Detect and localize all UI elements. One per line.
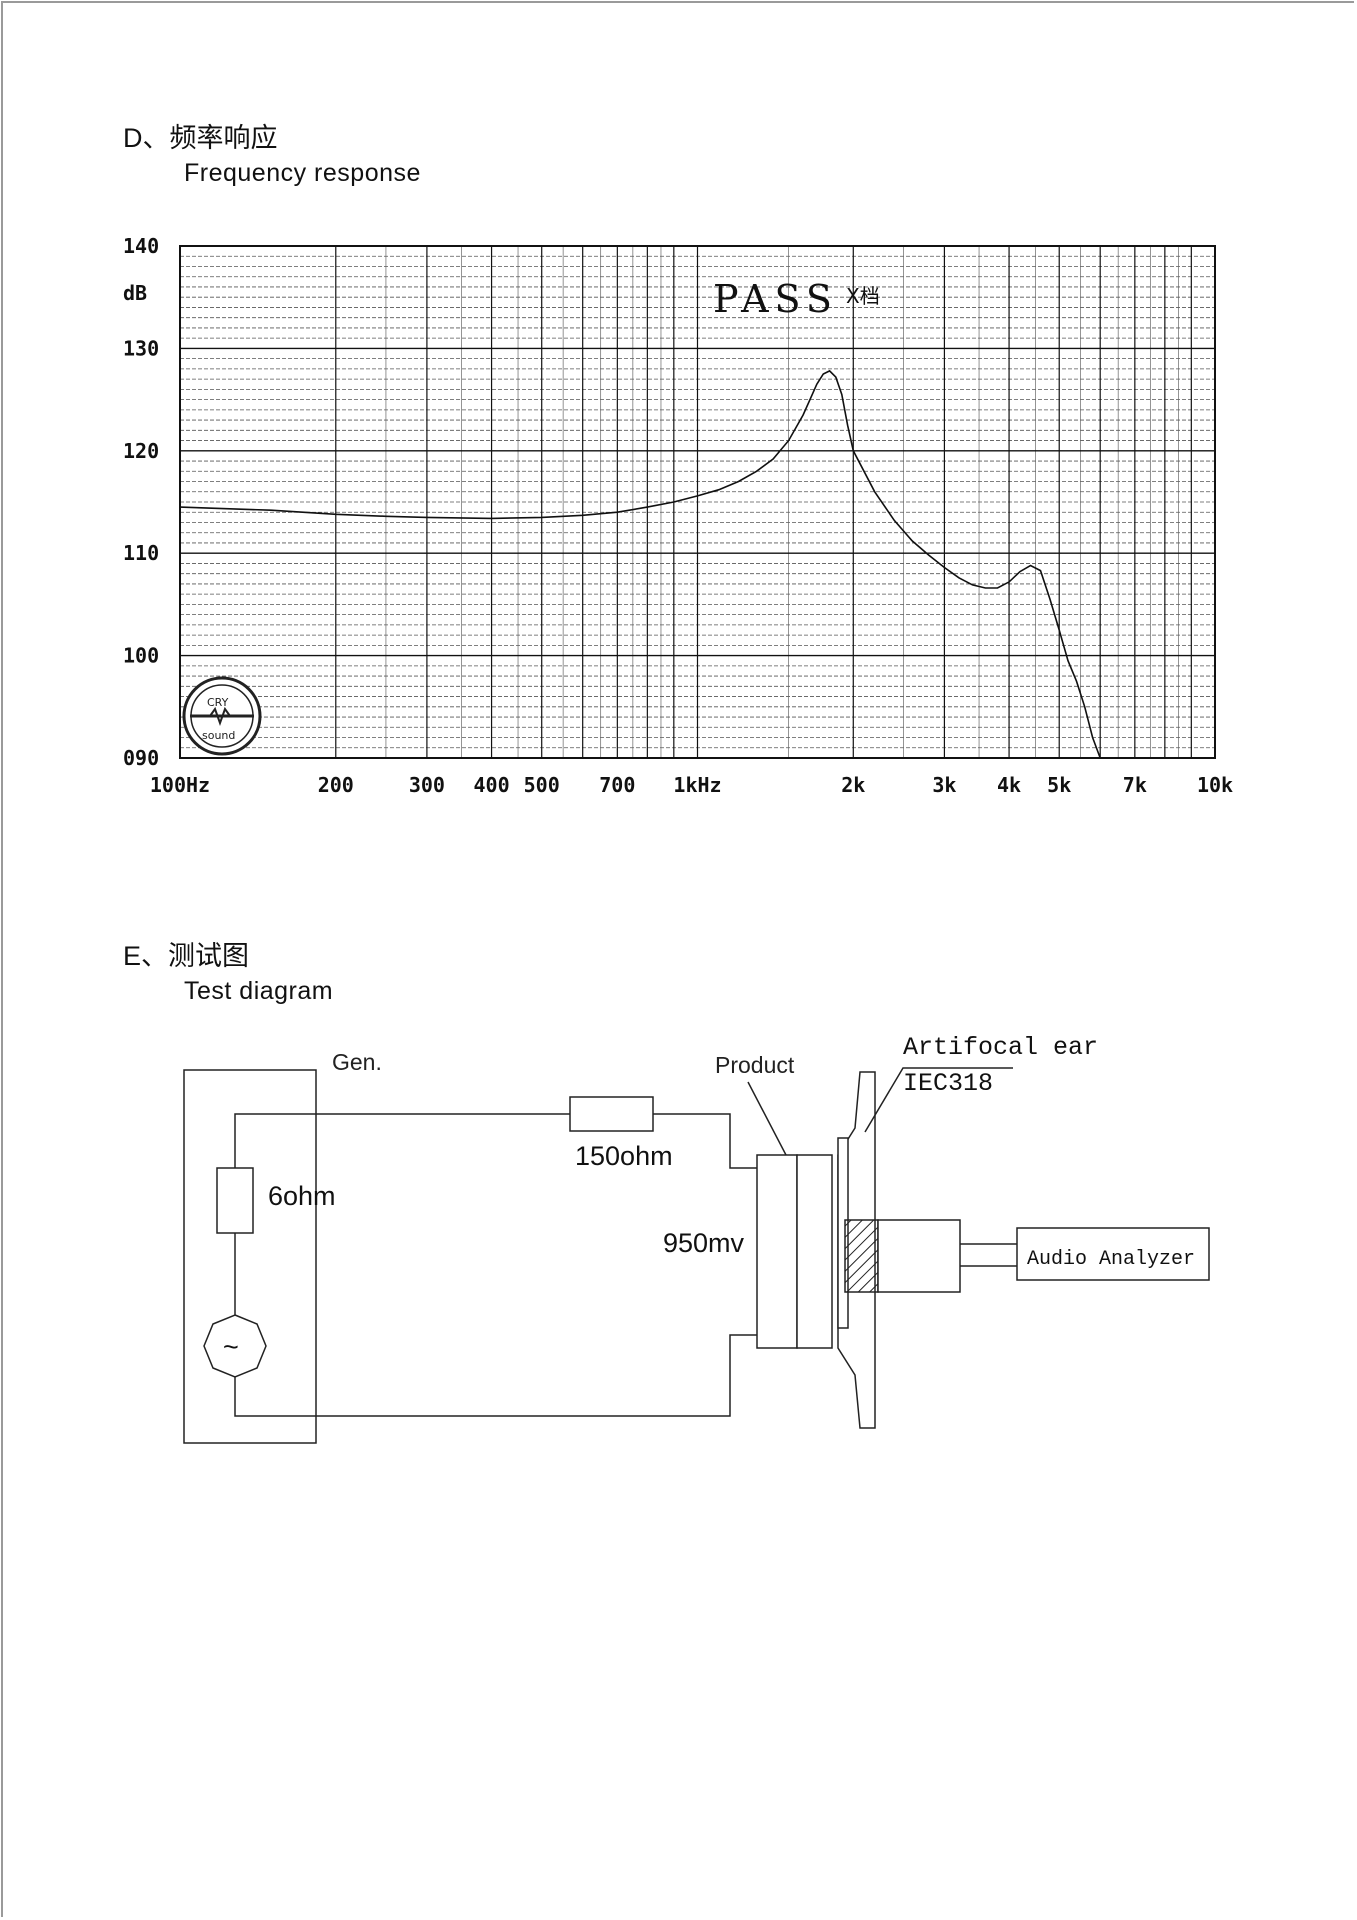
- quality-stamp-logo: CRY sound: [182, 676, 262, 756]
- product-label: Product: [715, 1052, 795, 1078]
- stamp-text-top: CRY: [207, 696, 229, 709]
- section-d-heading: D、频率响应: [123, 122, 278, 154]
- resistor-150ohm-label: 150ohm: [575, 1141, 673, 1171]
- ear-std-label: IEC318: [903, 1069, 993, 1098]
- section-d-title-cn: 频率响应: [169, 123, 278, 153]
- frequency-response-series-line: [179, 369, 1101, 759]
- ear-label: Artifocal ear: [903, 1033, 1098, 1062]
- x-tick-label: 1kHz: [673, 773, 721, 797]
- pass-stamp-text: PASS: [713, 277, 838, 321]
- product-block-left: [756, 1154, 798, 1349]
- product-pointer: [747, 1081, 787, 1156]
- y-tick-label: 130: [123, 336, 159, 360]
- y-tick-label: 120: [123, 439, 159, 463]
- x-tick-label: 100Hz: [150, 773, 210, 797]
- x-tick-label: 3k: [932, 773, 956, 797]
- voltage-label: 950mv: [663, 1228, 745, 1258]
- microphone-capsule: [844, 1219, 879, 1293]
- x-tick-label: 200: [318, 773, 354, 797]
- x-tick-label: 10k: [1197, 773, 1233, 797]
- x-tick-label: 300: [409, 773, 445, 797]
- resistor-6ohm-label: 6ohm: [268, 1181, 336, 1211]
- wire-bottom: [234, 1334, 757, 1417]
- x-tick-label: 7k: [1123, 773, 1147, 797]
- x-tick-label: 2k: [841, 773, 865, 797]
- y-tick-label: 140: [123, 234, 159, 258]
- resistor-150ohm: [569, 1096, 654, 1132]
- stamp-text-bottom: sound: [202, 729, 235, 742]
- ear-pointer: [864, 1067, 1013, 1133]
- y-tick-label: 110: [123, 541, 159, 565]
- ac-source-symbol: ~: [223, 1332, 239, 1362]
- x-tick-labels: 100Hz 200 300 400 500 700 1kHz 2k 3k 4k 5k 7k 10k: [150, 773, 1233, 797]
- chart-major-grid: [180, 246, 1215, 758]
- audio-analyzer-label: Audio Analyzer: [1027, 1248, 1195, 1271]
- product-block-right: [796, 1154, 833, 1349]
- x-tick-label: 5k: [1047, 773, 1071, 797]
- x-tick-label: 500: [524, 773, 560, 797]
- wire-top-right: [653, 1113, 757, 1169]
- y-axis-label: dB: [123, 281, 147, 305]
- section-d-prefix: D、: [123, 123, 170, 153]
- pass-stamp-sup: X档: [846, 284, 880, 308]
- section-e-title-cn: 测试图: [168, 941, 250, 971]
- resistor-6ohm: [216, 1167, 254, 1234]
- pass-annotation: PASS X档: [713, 277, 880, 321]
- generator-label: Gen.: [332, 1049, 382, 1075]
- section-e-subtitle: Test diagram: [184, 977, 334, 1005]
- x-tick-label: 400: [474, 773, 510, 797]
- y-tick-labels: 140 130 120 110 100 090: [123, 234, 159, 770]
- x-tick-label: 4k: [997, 773, 1021, 797]
- y-tick-label: 090: [123, 746, 159, 770]
- section-d-subtitle: Frequency response: [184, 159, 421, 187]
- microphone-body: [877, 1219, 961, 1293]
- x-tick-label: 700: [599, 773, 635, 797]
- y-tick-label: 100: [123, 644, 159, 668]
- wire-top-left: [234, 1113, 570, 1168]
- section-e-heading: E、测试图: [123, 940, 249, 972]
- plot-frame: [179, 245, 1216, 759]
- generator-box: [183, 1069, 317, 1444]
- test-diagram: Gen. 150ohm 6ohm ~ Product 950mv Artifoc…: [183, 1033, 1210, 1444]
- section-e-prefix: E、: [123, 941, 169, 971]
- audio-analyzer-box: [1016, 1227, 1210, 1281]
